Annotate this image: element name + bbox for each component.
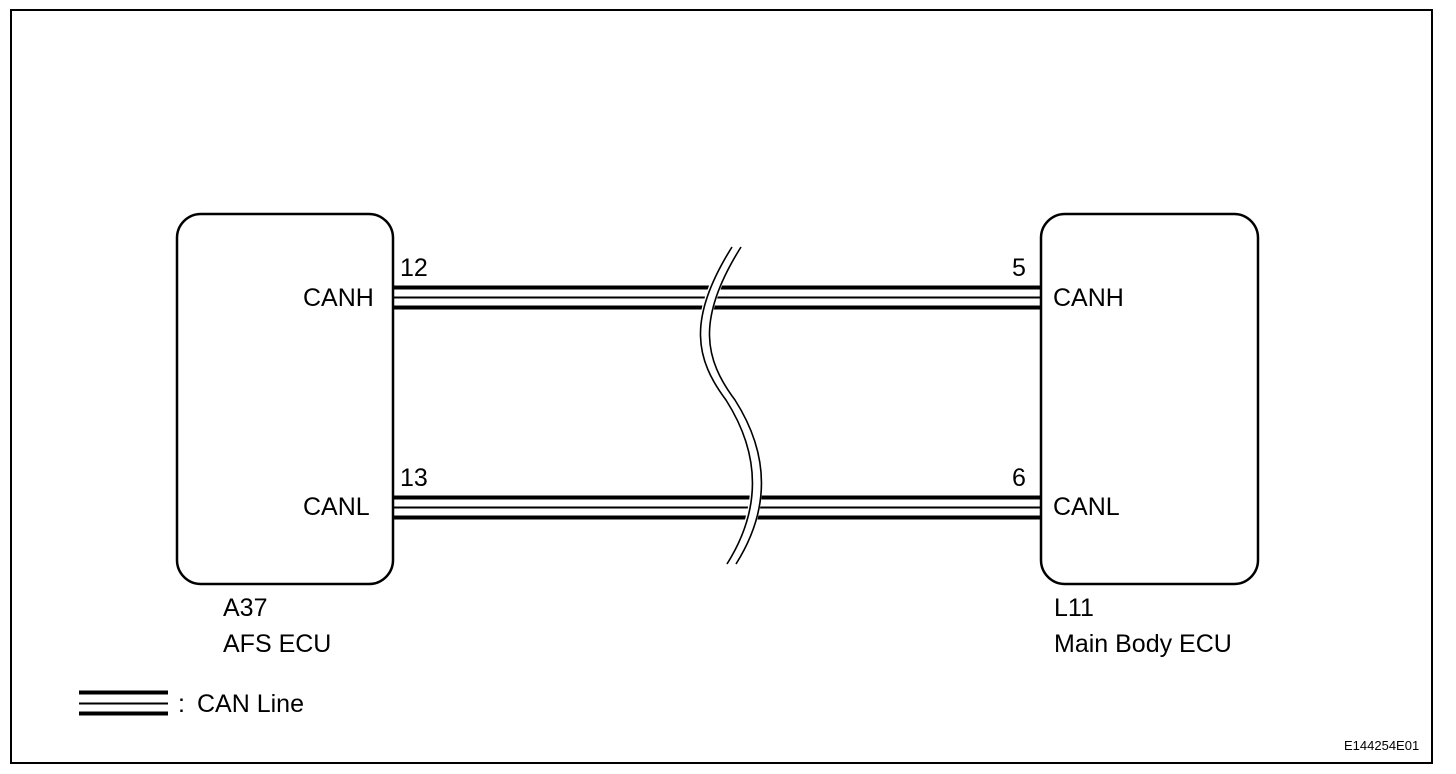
left-ecu-name: AFS ECU (223, 630, 332, 658)
right-pin-number-canl: 6 (1012, 464, 1026, 492)
left-signal-canl: CANL (303, 493, 370, 521)
left-signal-canh: CANH (303, 284, 374, 312)
legend-can-line-symbol (79, 690, 168, 716)
legend-separator: : (178, 690, 185, 718)
left-ecu-box (175, 212, 395, 586)
right-ecu-box (1039, 212, 1260, 586)
left-pin-number-canh: 12 (400, 254, 428, 282)
right-ecu-code: L11 (1054, 594, 1094, 622)
diagram-frame (10, 9, 1433, 764)
canl-wire (393, 495, 1041, 520)
right-signal-canh: CANH (1053, 284, 1124, 312)
figure-id: E144254E01 (1344, 738, 1420, 753)
left-ecu-code: A37 (223, 594, 268, 622)
legend-label: CAN Line (197, 690, 304, 718)
right-pin-number-canh: 5 (1012, 254, 1026, 282)
right-ecu-name: Main Body ECU (1054, 630, 1232, 658)
right-signal-canl: CANL (1053, 493, 1120, 521)
wire-break-mark (698, 243, 763, 568)
left-pin-number-canl: 13 (400, 464, 428, 492)
